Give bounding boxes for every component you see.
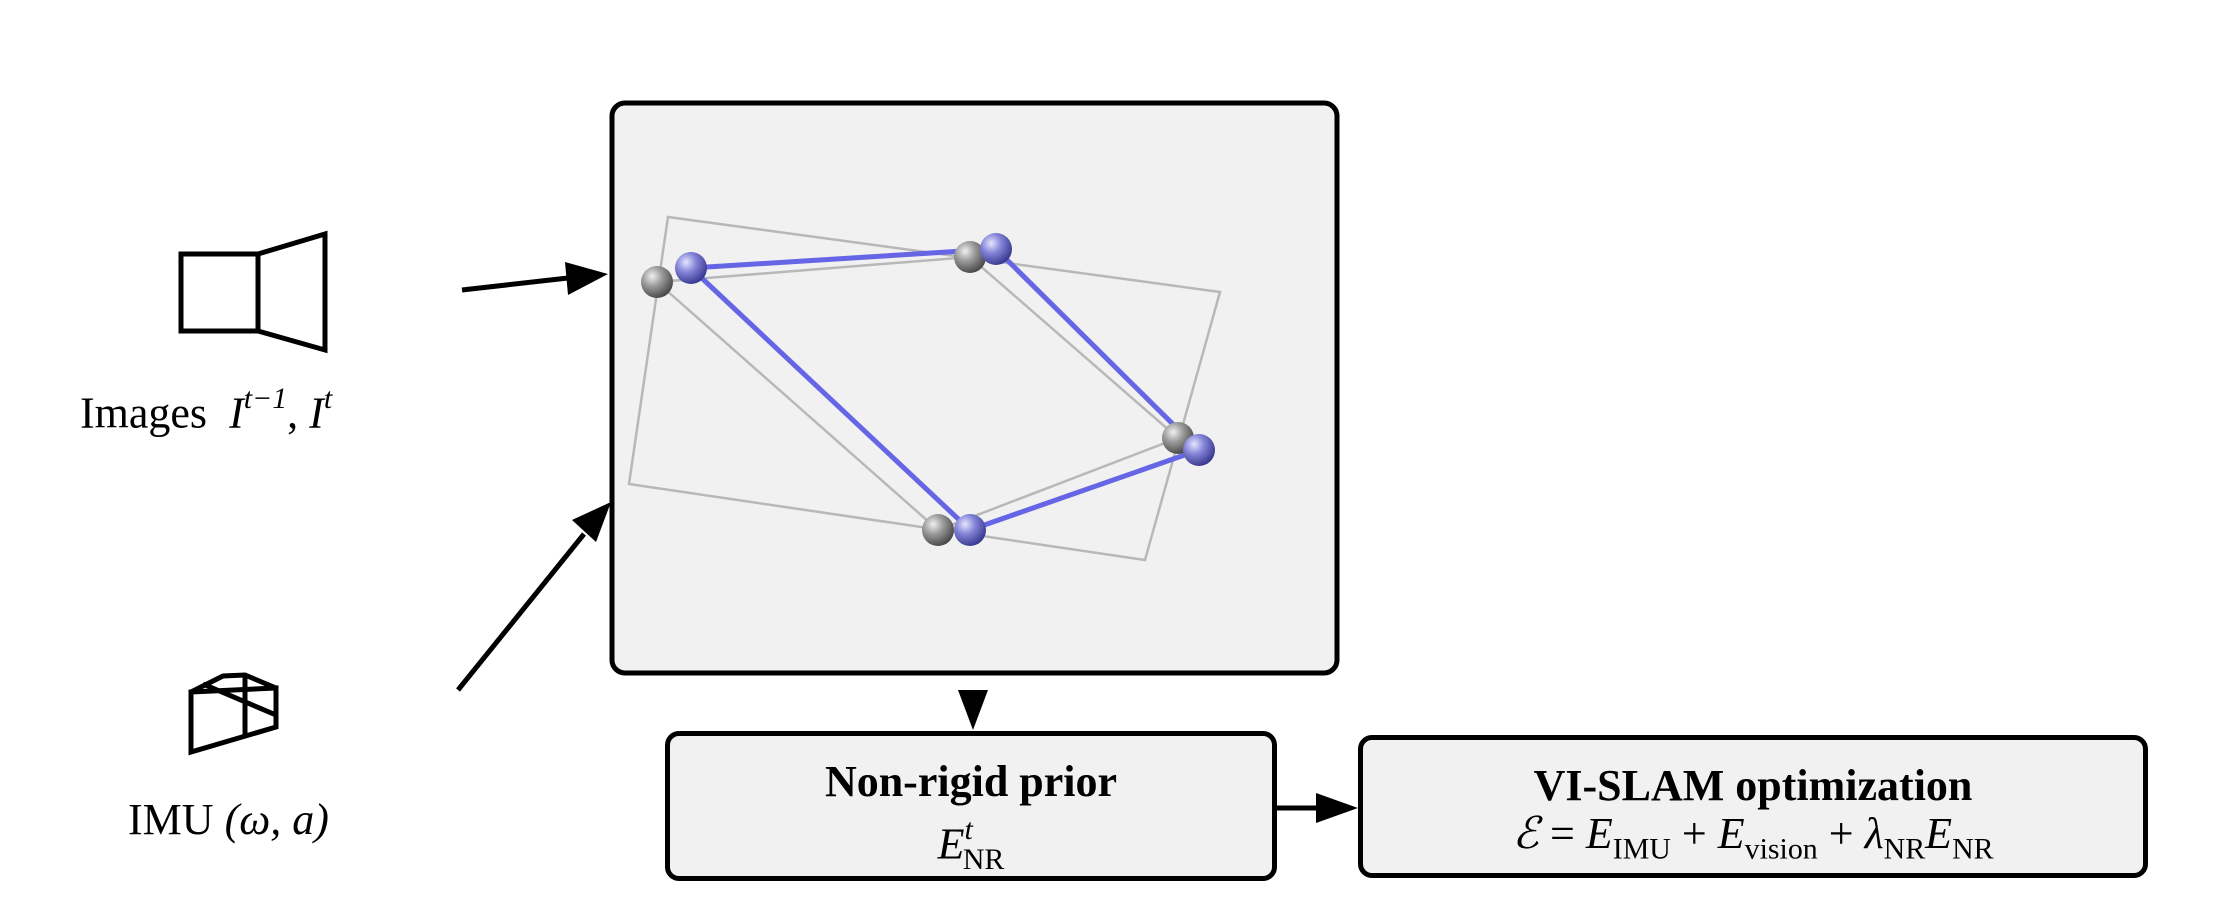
prior-sub: NR xyxy=(962,842,1005,876)
images-sup-cur: t xyxy=(323,382,333,415)
arrow-prior-to-slam xyxy=(1277,793,1358,823)
deformation-panel xyxy=(609,100,1340,676)
slam-term2: E xyxy=(1717,809,1745,858)
rest-nodes xyxy=(641,241,1194,546)
prior-symbol: E xyxy=(937,819,965,869)
camera-icon xyxy=(178,230,328,354)
images-separator: , xyxy=(287,388,310,438)
node-sphere-icon xyxy=(922,514,954,546)
arrow-images-to-panel xyxy=(461,262,608,295)
slam-term3: E xyxy=(1925,809,1953,858)
non-rigid-prior-box: Non-rigid prior EtNR xyxy=(665,731,1277,881)
slam-term1-sub: IMU xyxy=(1612,832,1671,866)
arrow-panel-to-prior xyxy=(958,690,988,730)
node-sphere-icon xyxy=(675,252,707,284)
slam-lambda-sub: NR xyxy=(1883,832,1926,866)
prior-sup: t xyxy=(964,813,973,846)
node-sphere-icon xyxy=(1183,434,1215,466)
slam-term3-sub: NR xyxy=(1952,832,1994,866)
images-symbol-prev: I xyxy=(229,388,244,438)
prior-title: Non-rigid prior xyxy=(824,757,1118,806)
images-label: Images It−1, It xyxy=(80,382,332,438)
slam-plus2: + xyxy=(1817,809,1865,858)
slam-term1: E xyxy=(1585,809,1613,858)
imu-label: IMU (ω, a) xyxy=(128,794,329,845)
slam-title: VI-SLAM optimization xyxy=(1533,761,1973,810)
imu-args: (ω, a) xyxy=(224,795,329,844)
prior-formula: EtNR xyxy=(670,808,1272,882)
slam-term2-sub: vision xyxy=(1744,832,1818,866)
imu-text: IMU xyxy=(128,795,214,844)
slam-plus1: + xyxy=(1670,809,1718,858)
deformed-nodes xyxy=(675,233,1215,546)
node-sphere-icon xyxy=(980,233,1012,265)
slam-eq: = xyxy=(1539,809,1586,858)
vi-slam-box: VI-SLAM optimization ℰ = EIMU + Evision … xyxy=(1358,735,2148,878)
images-sup-prev: t−1 xyxy=(243,382,288,415)
node-sphere-icon xyxy=(954,514,986,546)
images-text: Images xyxy=(80,388,208,438)
node-sphere-icon xyxy=(954,241,986,273)
slam-lhs: ℰ xyxy=(1512,808,1540,859)
images-symbol-cur: I xyxy=(309,388,324,438)
node-sphere-icon xyxy=(641,266,673,298)
arrow-imu-to-panel xyxy=(456,502,611,692)
slam-formula: ℰ = EIMU + Evision + λNRENR xyxy=(1363,812,2143,871)
slam-lambda: λ xyxy=(1864,809,1884,858)
imu-cube-icon xyxy=(188,672,279,756)
